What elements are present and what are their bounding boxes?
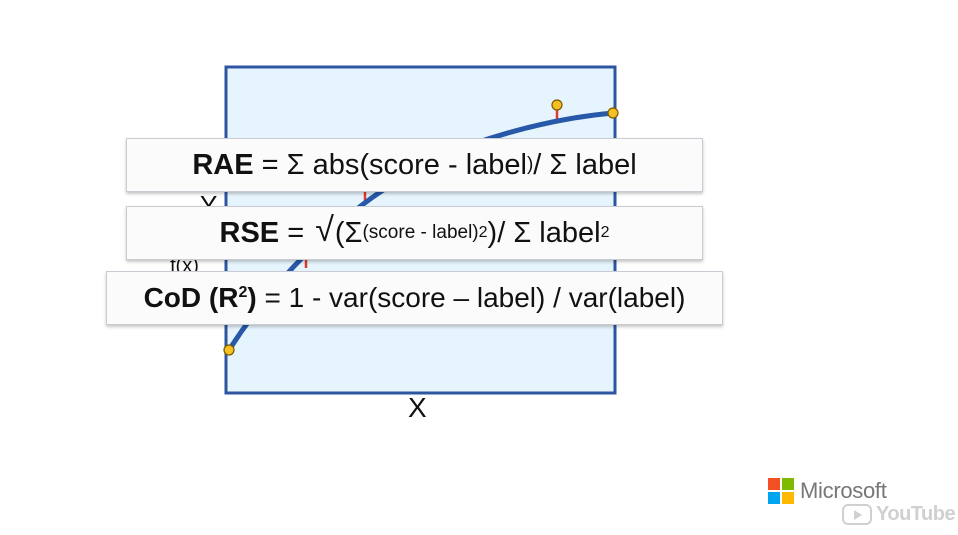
youtube-play-icon <box>842 504 872 525</box>
youtube-text: YouTube <box>876 503 956 525</box>
rse-eq: = <box>279 216 313 249</box>
rae-body: = Σ abs(score - label <box>253 148 527 181</box>
rse-name: RSE <box>219 216 280 249</box>
cod-name-close: ) <box>247 282 257 313</box>
cod-body: = 1 - var(score – label) / var(label) <box>256 282 686 313</box>
data-point <box>223 344 235 356</box>
rse-body-small: (score - label) <box>362 222 479 243</box>
sqrt-icon: √ <box>315 210 334 249</box>
x-axis-label: X <box>408 392 427 423</box>
data-point <box>551 99 563 111</box>
rse-body: (Σ <box>334 216 363 249</box>
cod-name-sup: 2 <box>238 284 248 301</box>
microsoft-text: Microsoft <box>800 478 887 503</box>
cod-formula-box: CoD (R2) = 1 - var(score – label) / var(… <box>106 271 723 325</box>
cod-name-part: CoD (R <box>143 282 239 313</box>
rae-name: RAE <box>192 148 254 181</box>
rae-formula-box: RAE = Σ abs(score - label)/ Σ label <box>126 138 703 192</box>
rae-body-rest: / Σ label <box>533 148 637 181</box>
cod-name: CoD (R2) <box>144 282 257 314</box>
microsoft-grid-icon <box>768 478 794 504</box>
microsoft-logo: Microsoft <box>768 478 887 504</box>
youtube-watermark[interactable]: YouTube <box>842 503 956 526</box>
rse-body-rest: )/ Σ label <box>487 216 601 249</box>
rae-body-small: ) <box>526 154 534 175</box>
data-point <box>607 107 619 119</box>
